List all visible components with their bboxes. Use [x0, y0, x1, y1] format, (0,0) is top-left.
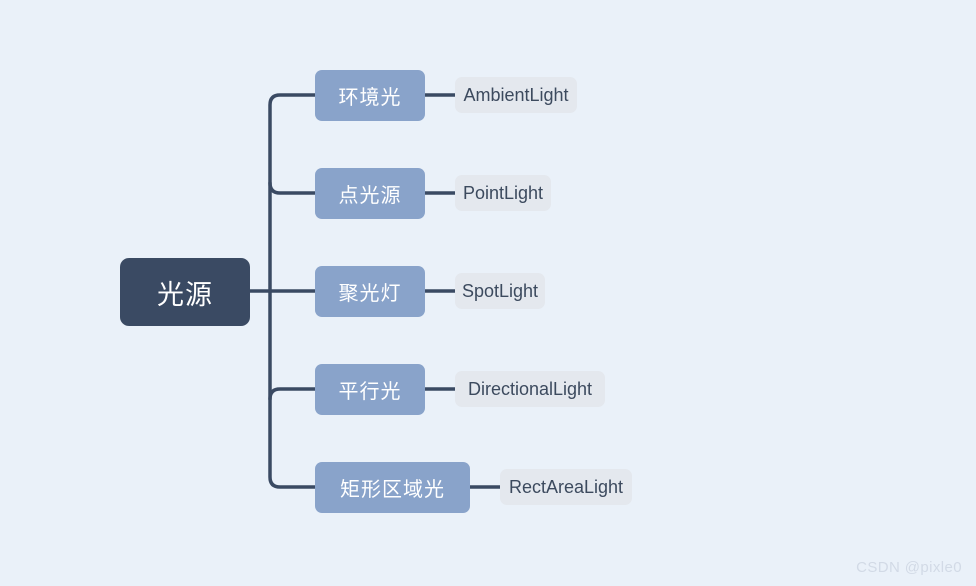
branch-node-label: 环境光	[338, 87, 402, 109]
branch-node-label: 聚光灯	[338, 283, 402, 305]
leaf-node-2[interactable]: PointLight	[455, 175, 551, 211]
leaf-node-label: DirectionalLight	[467, 378, 593, 399]
watermark: CSDN @pixle0	[856, 559, 962, 576]
trunk-connector	[268, 93, 317, 489]
branch-node-label: 点光源	[338, 185, 402, 207]
leaf-node-label: RectAreaLight	[508, 476, 624, 497]
root-node-label: 光源	[157, 279, 213, 310]
leaf-node-label: AmbientLight	[463, 84, 569, 105]
branch-node-3[interactable]: 聚光灯	[315, 266, 425, 317]
leaf-node-5[interactable]: RectAreaLight	[500, 469, 632, 505]
branch-node-1[interactable]: 环境光	[315, 70, 425, 121]
branch-node-2[interactable]: 点光源	[315, 168, 425, 219]
branch-connector-2	[268, 181, 317, 195]
branch-node-label: 矩形区域光	[340, 479, 445, 501]
branch-node-5[interactable]: 矩形区域光	[315, 462, 470, 513]
leaf-node-label: PointLight	[462, 182, 544, 203]
branch-node-label: 平行光	[338, 381, 402, 403]
leaf-node-4[interactable]: DirectionalLight	[455, 371, 605, 407]
leaf-node-label: SpotLight	[461, 280, 539, 301]
root-node[interactable]: 光源	[120, 258, 250, 326]
branch-connector-4	[268, 387, 317, 401]
leaf-node-1[interactable]: AmbientLight	[455, 77, 577, 113]
branch-node-4[interactable]: 平行光	[315, 364, 425, 415]
leaf-node-3[interactable]: SpotLight	[455, 273, 545, 309]
